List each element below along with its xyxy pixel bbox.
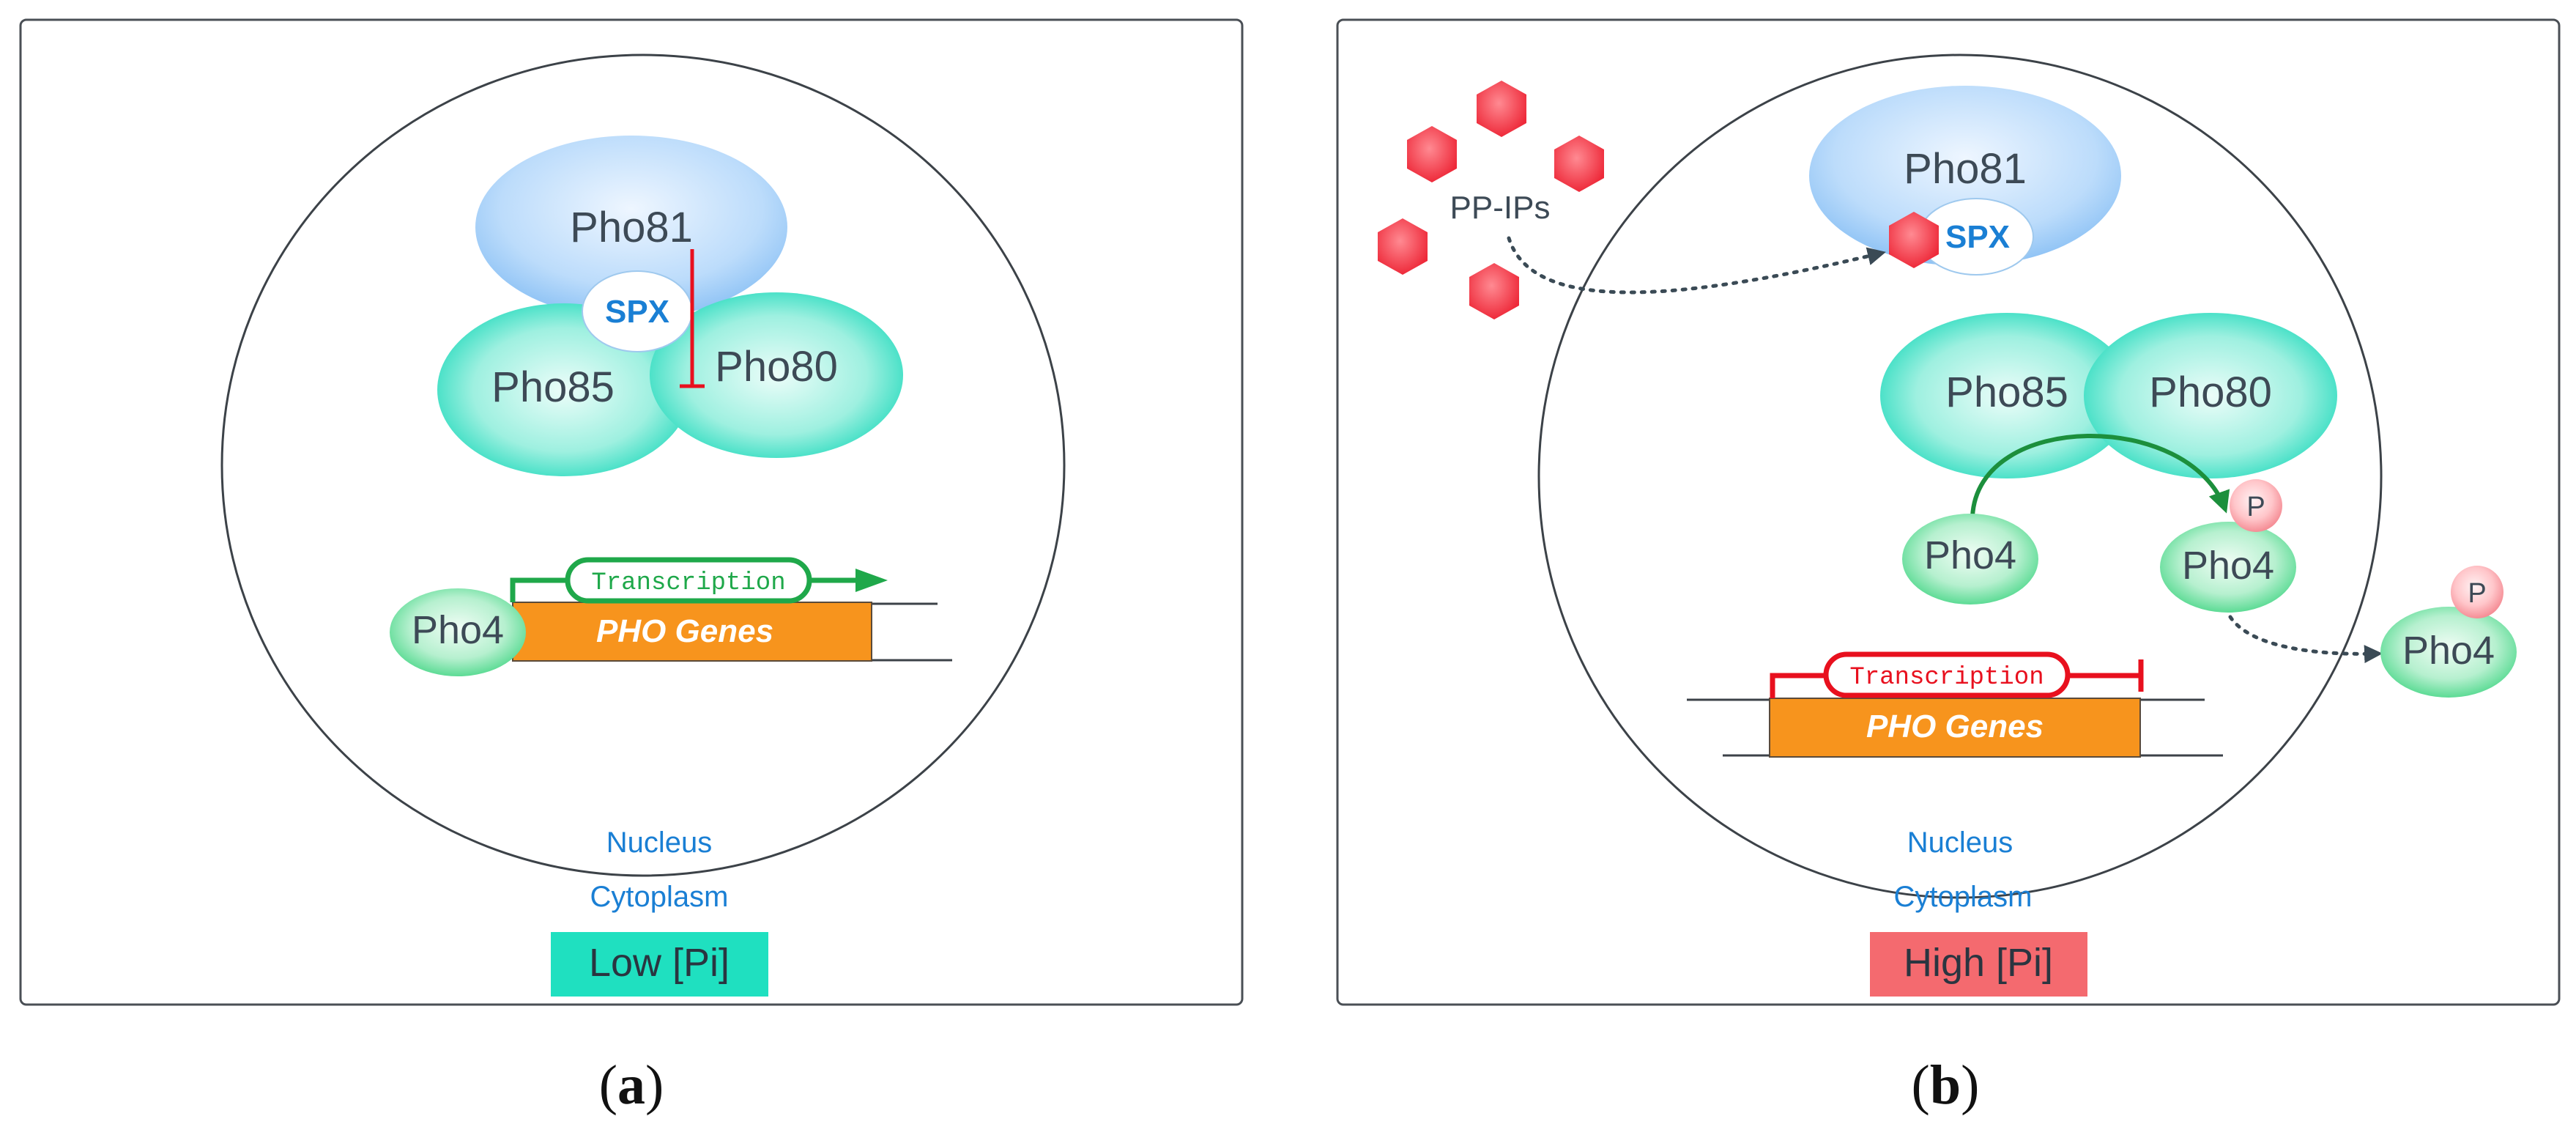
spx-label: SPX xyxy=(605,294,669,330)
ppip-molecule xyxy=(1469,263,1519,319)
pho4-exported-protein xyxy=(2380,607,2517,698)
ppip-molecules xyxy=(1378,81,1604,319)
transcription-pill xyxy=(1823,651,2071,698)
pho-genes-label: PHO Genes xyxy=(1866,709,2044,744)
transcription-label: Transcription xyxy=(1849,664,2044,692)
panel-b-frame xyxy=(1336,18,2561,1006)
pho4-phosphorylated-label: Pho4 xyxy=(2182,544,2274,588)
pho4-label: Pho4 xyxy=(1924,533,2016,577)
pho-genes-box xyxy=(1769,698,2141,758)
panel-a: Pho81 Pho85 Pho80 SPX PHO Genes Transcri… xyxy=(19,18,1244,1116)
condition-label: Low [Pi] xyxy=(589,941,730,985)
transcription-arrowhead xyxy=(855,569,888,592)
transcription-pill xyxy=(565,557,812,604)
phosphate-label: P xyxy=(2246,492,2265,522)
pho4-protein xyxy=(1902,514,2038,605)
ppip-molecule xyxy=(1378,218,1428,275)
nucleus-label: Nucleus xyxy=(606,827,713,859)
ppip-molecule xyxy=(1554,136,1604,192)
cytoplasm-label: Cytoplasm xyxy=(1894,881,2033,913)
condition-label: High [Pi] xyxy=(1904,941,2053,985)
transcription-label: Transcription xyxy=(591,569,785,597)
pho85-label: Pho85 xyxy=(1945,369,2068,416)
nucleus-label: Nucleus xyxy=(1907,827,2013,859)
panel-a-caption: (a) xyxy=(599,1054,664,1116)
panel-b: PP-IPs Pho81 SPX Pho85 Pho80 Pho4 Pho4 P… xyxy=(1336,18,2561,1116)
phosphate-group xyxy=(2230,479,2282,532)
pho85-label: Pho85 xyxy=(491,363,615,411)
condition-badge xyxy=(551,932,768,997)
spx-label: SPX xyxy=(1945,219,2010,255)
nuclear-export-arrow xyxy=(2228,615,2383,664)
pho80-protein xyxy=(2084,313,2337,478)
ppips-label: PP-IPs xyxy=(1450,190,1551,226)
ppip-binding-arrow xyxy=(1507,236,1886,295)
pho4-label: Pho4 xyxy=(412,608,504,652)
phosphorylation-arrow xyxy=(1970,434,2230,517)
phosphate-label: P xyxy=(2468,578,2486,609)
cytoplasm-label: Cytoplasm xyxy=(590,881,729,913)
pho4-phosphorylated-protein xyxy=(2160,522,2296,613)
pho-genes-label: PHO Genes xyxy=(596,613,773,649)
pho4-exported-label: Pho4 xyxy=(2402,629,2495,673)
pho80-protein xyxy=(650,292,903,458)
pho81-label: Pho81 xyxy=(1904,145,2027,193)
ppip-molecule xyxy=(1477,81,1526,137)
nucleus-membrane xyxy=(1537,53,2383,899)
pho80-label: Pho80 xyxy=(715,343,838,391)
bound-ppip-molecule xyxy=(1889,212,1939,268)
pho81-protein xyxy=(475,136,787,319)
pho4-protein xyxy=(390,588,526,676)
nucleus-membrane xyxy=(220,53,1066,877)
ppip-molecule xyxy=(1407,126,1457,182)
panel-b-caption: (b) xyxy=(1912,1054,1980,1116)
phosphate-group xyxy=(2451,566,2503,618)
pho81-label: Pho81 xyxy=(570,204,693,251)
pho80-label: Pho80 xyxy=(2149,369,2272,416)
condition-badge xyxy=(1870,932,2087,997)
pho81-protein xyxy=(1809,86,2121,266)
